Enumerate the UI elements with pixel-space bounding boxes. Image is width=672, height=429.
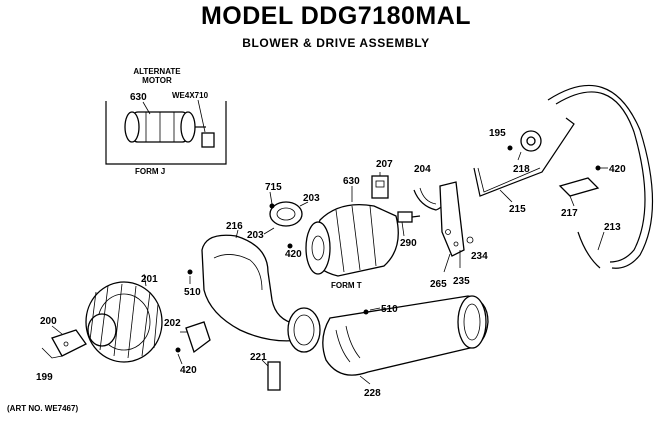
callout-630-inset: 630 bbox=[130, 92, 147, 103]
callout-510-mid: 510 bbox=[381, 304, 398, 315]
callout-213: 213 bbox=[604, 222, 621, 233]
alternate-motor-inset: ALTERNATE MOTOR 630 WE4X710 FORM J bbox=[105, 67, 227, 176]
seal-221: 221 bbox=[250, 352, 281, 391]
callout-630: 630 bbox=[343, 176, 360, 187]
motor-bracket-265: 265 234 235 bbox=[430, 181, 488, 290]
callout-235: 235 bbox=[453, 276, 470, 287]
drive-motor-630: 290 630 FORM T bbox=[305, 176, 421, 290]
callout-217: 217 bbox=[561, 208, 578, 219]
blower-housing-216: 216 bbox=[201, 221, 321, 353]
callout-420-top: 420 bbox=[609, 164, 626, 175]
alternate-motor-icon bbox=[124, 99, 215, 148]
callout-715: 715 bbox=[265, 182, 282, 193]
callout-203-left: 203 bbox=[247, 230, 264, 241]
callout-221: 221 bbox=[250, 352, 267, 363]
inset-title-line1: ALTERNATE bbox=[133, 67, 181, 76]
callout-201: 201 bbox=[141, 274, 158, 285]
screw-510-left: 510 bbox=[184, 269, 201, 298]
form-j-label: FORM J bbox=[135, 167, 165, 176]
callout-420-mid: 420 bbox=[285, 249, 302, 260]
callout-216: 216 bbox=[226, 221, 243, 232]
drum-ring-213: 213 bbox=[547, 84, 654, 269]
exhaust-duct-228: 228 510 bbox=[322, 295, 489, 399]
form-t-label: FORM T bbox=[331, 281, 362, 290]
callout-203-top: 203 bbox=[303, 193, 320, 204]
callout-215: 215 bbox=[509, 204, 526, 215]
callout-218: 218 bbox=[513, 164, 530, 175]
callout-204: 204 bbox=[414, 164, 431, 175]
assembly-subtitle: BLOWER & DRIVE ASSEMBLY bbox=[242, 36, 430, 50]
callout-207: 207 bbox=[376, 159, 393, 170]
art-number: (ART NO. WE7467) bbox=[7, 404, 79, 413]
callout-195: 195 bbox=[489, 128, 506, 139]
idler-pulley-218: 218 195 bbox=[489, 128, 542, 175]
callout-we4x710: WE4X710 bbox=[172, 91, 209, 100]
callout-200: 200 bbox=[40, 316, 57, 327]
model-title: MODEL DDG7180MAL bbox=[200, 2, 472, 30]
callout-265: 265 bbox=[430, 279, 447, 290]
callout-202: 202 bbox=[164, 318, 181, 329]
bracket-200: 200 199 bbox=[36, 316, 87, 383]
blower-wheel-201: 201 bbox=[85, 273, 163, 363]
bracket-217: 217 420 bbox=[558, 164, 626, 219]
callout-199: 199 bbox=[36, 372, 53, 383]
idler-arm-215: 215 bbox=[473, 117, 575, 215]
callout-290: 290 bbox=[400, 238, 417, 249]
inset-title-line2: MOTOR bbox=[142, 76, 172, 85]
callout-420-bottom: 420 bbox=[180, 365, 197, 376]
switch-207: 207 bbox=[371, 159, 393, 199]
callout-228: 228 bbox=[364, 388, 381, 399]
callout-234: 234 bbox=[471, 251, 488, 262]
callout-510-left: 510 bbox=[184, 287, 201, 298]
clamp-203: 203 203 715 420 bbox=[247, 182, 320, 260]
bracket-202: 202 420 bbox=[164, 318, 211, 376]
